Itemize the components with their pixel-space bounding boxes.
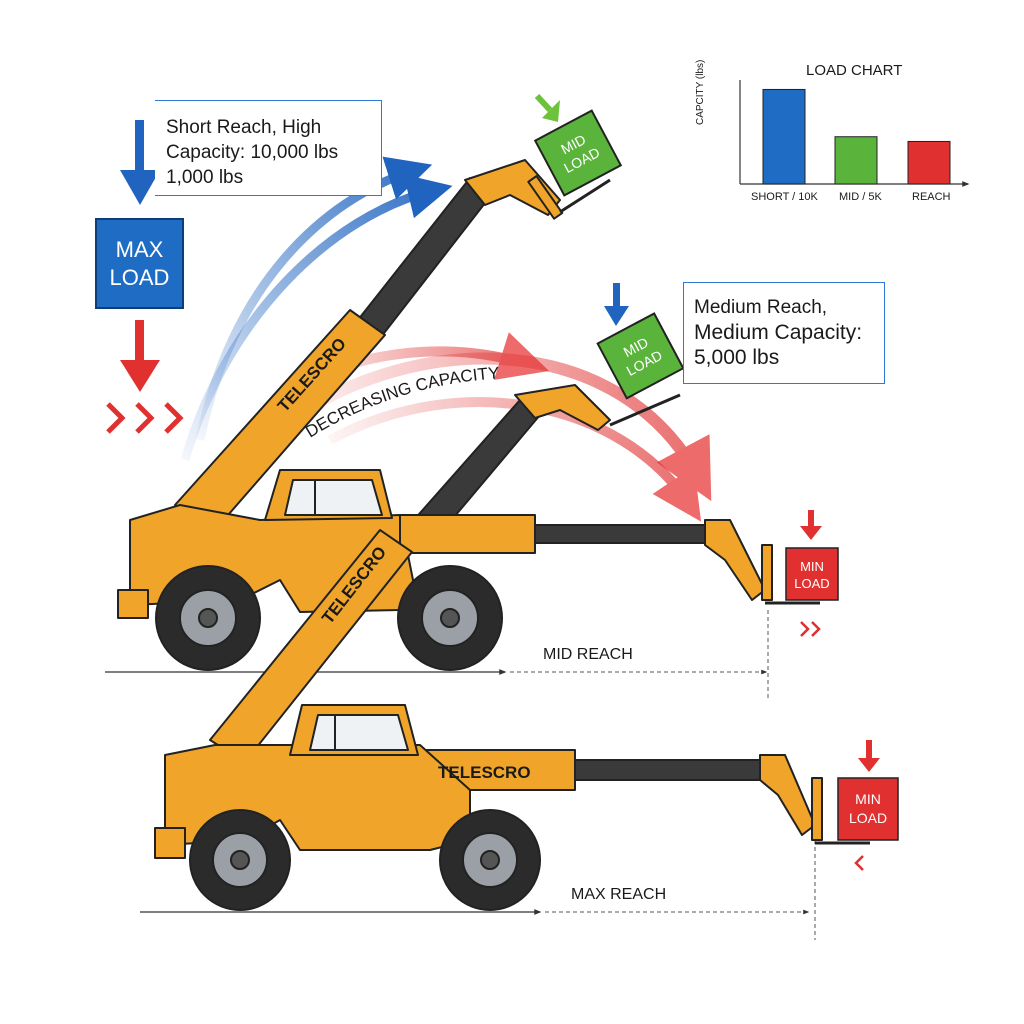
max-load-line: LOAD xyxy=(109,265,170,290)
mid-load-box-mid: MID LOAD xyxy=(596,312,685,400)
fork-carriage xyxy=(527,175,564,220)
boom-head xyxy=(759,754,816,836)
callout-line: Capacity: 10,000 lbs xyxy=(166,142,339,163)
chart-bar-1 xyxy=(762,88,806,185)
arrows xyxy=(106,93,880,871)
boom-head xyxy=(464,159,561,216)
callout-line: Short Reach, High xyxy=(166,117,322,138)
max-reach-label: MAX REACH xyxy=(571,886,667,903)
chart-tick-label: MID / 5K xyxy=(839,191,882,203)
svg-text:MIN: MIN xyxy=(855,791,881,807)
red-down-arrow-icon xyxy=(120,320,160,392)
chart-bar-2 xyxy=(834,136,878,185)
red-arc-long xyxy=(286,352,712,502)
red-chevrons-small-icon xyxy=(800,621,821,637)
cab-window xyxy=(309,714,409,751)
telehandler-max-reach: TELESCRO xyxy=(154,704,870,911)
fork-carriage xyxy=(761,544,773,601)
min-load-box-mid: MIN LOAD xyxy=(785,547,839,601)
chart-title: LOAD CHART xyxy=(806,62,903,79)
callout-line: 5,000 lbs xyxy=(694,346,780,369)
red-down-arrow-small-icon-1 xyxy=(800,510,822,540)
chart-tick-label: SHORT / 10K xyxy=(751,191,818,203)
max-load-box: MAX LOAD xyxy=(95,218,184,309)
boom-head-2 xyxy=(704,519,766,601)
max-load-line: MAX xyxy=(115,237,164,262)
brand-label-3: TELESCRO xyxy=(438,763,531,782)
red-down-arrow-small-icon-2 xyxy=(858,740,880,772)
blue-down-arrow-small-icon xyxy=(604,283,629,326)
cab-window xyxy=(284,479,383,516)
blue-arc-inner xyxy=(180,174,453,462)
red-chevrons-icon xyxy=(106,402,184,434)
boom-horizontal-inner xyxy=(534,524,711,544)
green-diagonal-arrow-icon xyxy=(534,93,560,122)
min-load-box-max: MIN LOAD xyxy=(837,777,899,841)
callout-line: Medium Reach, xyxy=(694,297,828,318)
fork-carriage xyxy=(811,777,823,841)
boom-inner xyxy=(349,177,493,347)
chart-tick-label: REACH xyxy=(912,191,951,203)
rear-bumper xyxy=(154,827,186,859)
mid-load-box-top: MID LOAD xyxy=(533,109,623,197)
rear-bumper xyxy=(117,589,149,619)
short-reach-callout: Short Reach, High Capacity: 10,000 lbs 1… xyxy=(155,100,382,196)
callout-line: 1,000 lbs xyxy=(166,167,244,188)
medium-reach-callout: Medium Reach, Medium Capacity: 5,000 lbs xyxy=(683,282,885,384)
svg-text:MIN: MIN xyxy=(800,559,824,574)
load-chart xyxy=(739,80,970,187)
boom-head xyxy=(514,384,611,431)
red-left-chevron-icon xyxy=(854,855,864,871)
mid-reach-label: MID REACH xyxy=(543,646,633,663)
svg-text:LOAD: LOAD xyxy=(794,576,829,591)
chart-bar-3 xyxy=(907,140,951,185)
boom-horizontal-outer xyxy=(399,514,536,554)
svg-text:LOAD: LOAD xyxy=(849,810,887,826)
blue-down-arrow-icon xyxy=(120,120,160,205)
chart-y-axis-label: CAPCITY (lbs) xyxy=(695,59,706,125)
boom-inner xyxy=(574,759,766,781)
callout-line: Medium Capacity: xyxy=(694,321,863,344)
